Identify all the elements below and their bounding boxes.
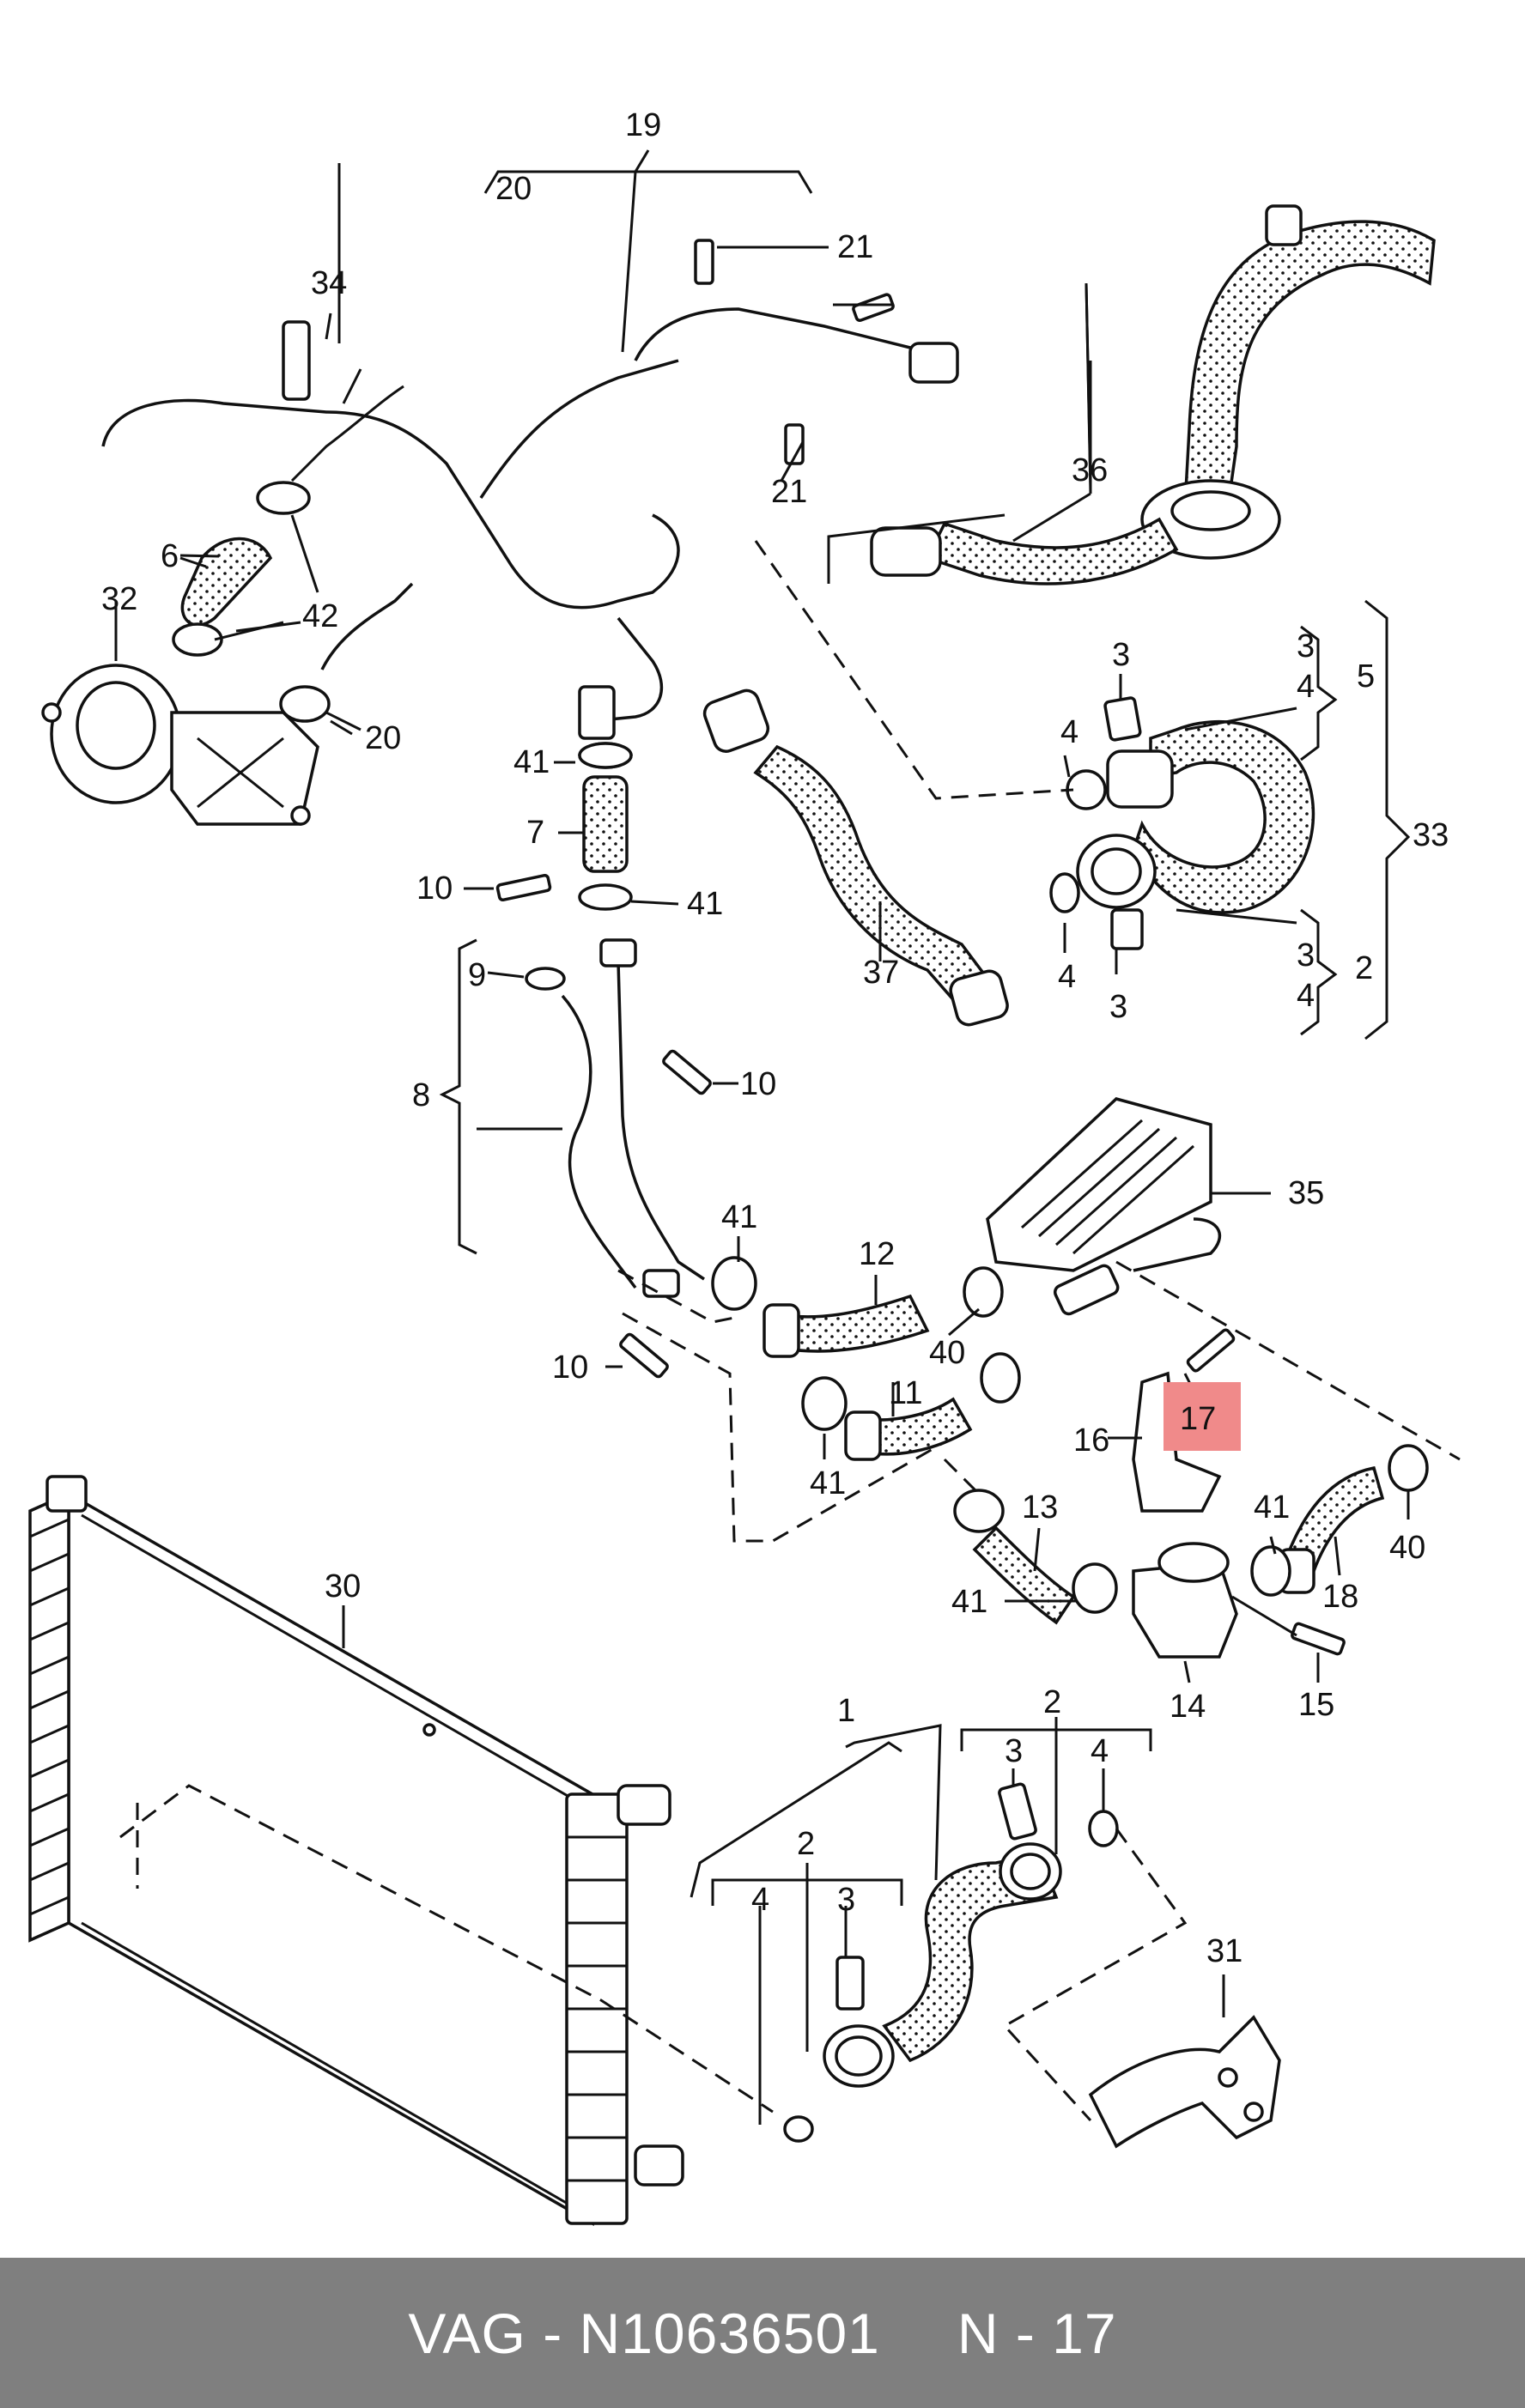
bolt-17 xyxy=(1186,1328,1236,1373)
hose-13 xyxy=(972,1525,1076,1625)
label-30: 30 xyxy=(325,1568,361,1604)
hose-6 xyxy=(179,537,273,627)
highlight-box-17 xyxy=(1163,1382,1241,1451)
oring-20 xyxy=(279,582,414,731)
radiator-30 xyxy=(28,1475,774,2227)
label-17: 17 xyxy=(1180,1401,1216,1437)
part-labels: 19 20 21 34 21 36 6 32 42 3 3 4 5 4 20 4… xyxy=(101,107,1449,1969)
hose-11 xyxy=(844,1397,973,1461)
screw-10-upper xyxy=(495,873,712,1379)
label-40-a: 40 xyxy=(929,1335,965,1371)
coolant-pump-32 xyxy=(41,601,319,826)
leader-lines xyxy=(179,149,1461,2125)
parts-diagram: 19 20 21 34 21 36 6 32 42 3 3 4 5 4 20 4… xyxy=(28,107,1461,2227)
label-18: 18 xyxy=(1322,1579,1358,1615)
hose-1 xyxy=(783,1782,1119,2143)
label-3-bot: 3 xyxy=(1109,989,1127,1025)
label-41-d: 41 xyxy=(810,1465,846,1501)
label-21-lower: 21 xyxy=(771,474,807,510)
seal-9 xyxy=(525,967,566,991)
label-9: 9 xyxy=(468,957,486,993)
label-4-bleft: 4 xyxy=(751,1882,769,1918)
hose-33 xyxy=(1049,696,1315,950)
label-16: 16 xyxy=(1073,1422,1109,1459)
clamps-41-40 xyxy=(578,742,1429,1614)
label-2-bleft: 2 xyxy=(797,1826,815,1862)
label-41-e: 41 xyxy=(1254,1489,1290,1525)
label-4-bmid: 4 xyxy=(1091,1733,1109,1769)
flange-31 xyxy=(1088,2015,1281,2149)
label-10-a: 10 xyxy=(416,870,453,907)
label-32: 32 xyxy=(101,581,137,617)
label-5: 5 xyxy=(1357,658,1375,694)
hose-18 xyxy=(1278,1465,1385,1594)
aux-pump-14 xyxy=(1132,1542,1346,1659)
label-4-left-a: 4 xyxy=(1060,714,1078,750)
hose-37 xyxy=(702,688,1009,1027)
label-41-b: 41 xyxy=(687,886,723,922)
footer-ref-number: N - 17 xyxy=(957,2301,1117,2365)
upper-coolant-pipe xyxy=(101,307,959,723)
label-12: 12 xyxy=(859,1236,895,1272)
label-2-r: 2 xyxy=(1355,950,1373,986)
label-10-c: 10 xyxy=(552,1350,588,1386)
label-8: 8 xyxy=(412,1077,430,1113)
label-40-b: 40 xyxy=(1389,1530,1425,1566)
label-13: 13 xyxy=(1022,1489,1058,1525)
label-4-r1: 4 xyxy=(1297,669,1315,705)
label-10-b: 10 xyxy=(740,1066,776,1102)
label-14: 14 xyxy=(1170,1689,1206,1725)
label-42: 42 xyxy=(302,598,338,634)
label-2-mid: 2 xyxy=(1043,1684,1061,1720)
label-1: 1 xyxy=(837,1693,855,1729)
label-11: 11 xyxy=(889,1375,922,1411)
label-4-left-b: 4 xyxy=(1058,959,1076,995)
oil-cooler-35 xyxy=(986,1097,1222,1316)
label-34: 34 xyxy=(311,265,347,301)
pipe-bracket-34 xyxy=(282,163,362,404)
label-3-bmid: 3 xyxy=(1005,1733,1023,1769)
label-20-lower: 20 xyxy=(365,720,401,756)
label-6: 6 xyxy=(161,538,179,574)
label-7: 7 xyxy=(526,815,544,851)
label-31: 31 xyxy=(1206,1933,1242,1969)
label-37: 37 xyxy=(863,955,899,991)
hose-7 xyxy=(578,685,633,911)
label-41-a: 41 xyxy=(513,744,550,780)
label-20-top: 20 xyxy=(495,171,532,207)
hose-12 xyxy=(762,1294,930,1358)
label-35: 35 xyxy=(1288,1175,1324,1211)
label-3-bleft: 3 xyxy=(837,1882,855,1918)
footer-bar: VAG - N10636501 N - 17 xyxy=(0,2258,1525,2408)
screws-21 xyxy=(694,239,895,482)
label-41-c: 41 xyxy=(721,1199,757,1235)
label-4-r2: 4 xyxy=(1297,978,1315,1014)
label-41-f: 41 xyxy=(951,1584,987,1620)
label-33: 33 xyxy=(1413,817,1449,853)
label-21-top: 21 xyxy=(837,229,873,265)
label-19: 19 xyxy=(625,107,661,143)
footer-part-number: VAG - N10636501 xyxy=(408,2301,880,2365)
label-36: 36 xyxy=(1072,452,1108,488)
label-3-r2: 3 xyxy=(1297,937,1315,974)
label-15: 15 xyxy=(1298,1687,1334,1723)
pipe-8 xyxy=(561,938,705,1298)
label-3-r1: 3 xyxy=(1297,628,1315,664)
label-3-top: 3 xyxy=(1112,637,1130,673)
hose-36 xyxy=(870,204,1436,585)
